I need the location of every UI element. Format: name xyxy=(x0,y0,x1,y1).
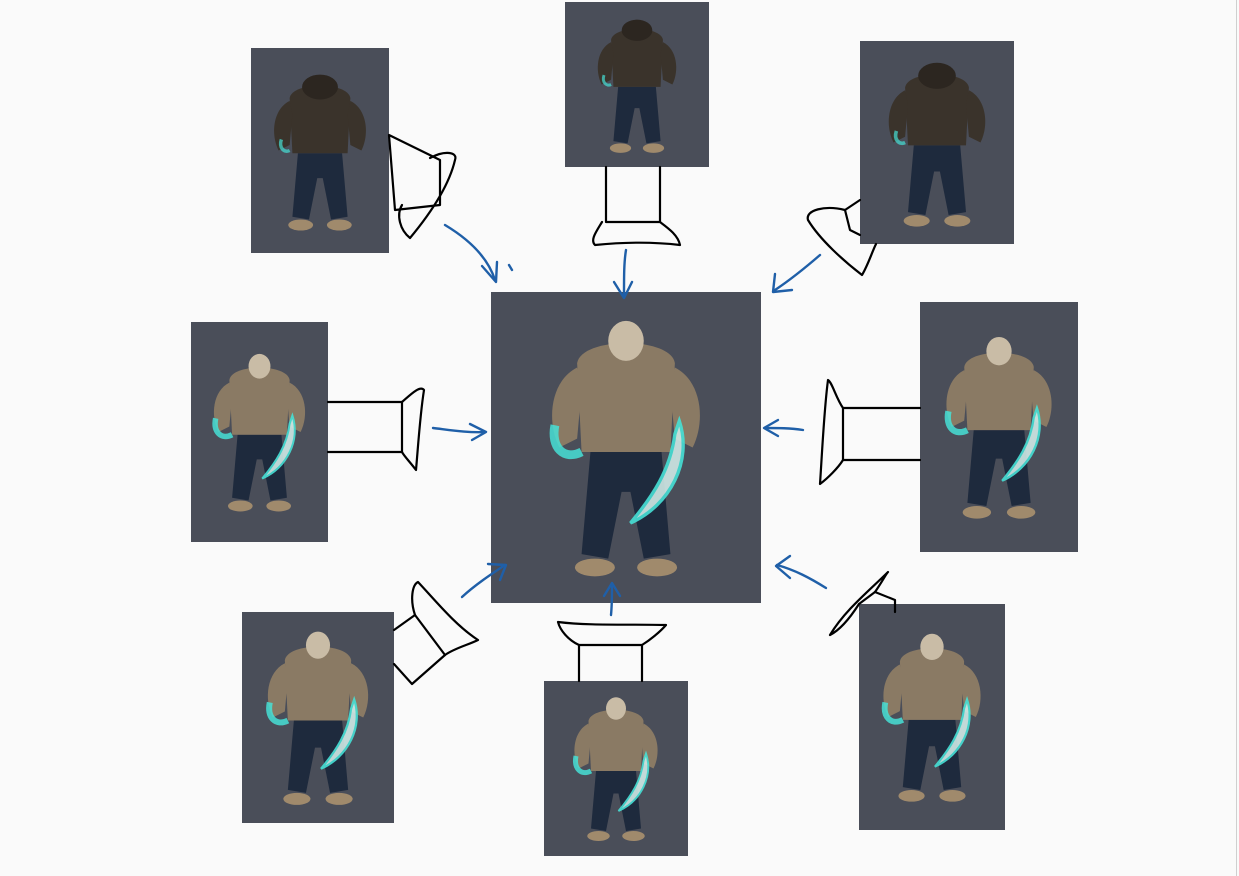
view-panel-right xyxy=(920,302,1078,552)
view-panel-front-left xyxy=(242,612,394,823)
character-figure xyxy=(881,633,981,802)
camera-back-right xyxy=(843,198,862,237)
camera-front xyxy=(577,643,644,683)
arrow-right xyxy=(763,426,805,432)
character-figure xyxy=(944,336,1052,519)
view-panel-front xyxy=(544,681,688,856)
camera-right xyxy=(841,406,922,462)
arrow-left xyxy=(431,426,487,434)
camera-right-lens xyxy=(818,378,845,486)
character-figure xyxy=(549,320,700,577)
character-figure xyxy=(212,353,306,512)
character-figure xyxy=(573,697,658,841)
camera-front-left-lens xyxy=(411,580,480,657)
camera-front-left xyxy=(392,613,447,686)
camera-left-lens xyxy=(400,387,426,472)
view-panel-front-right xyxy=(859,604,1005,830)
arrow-back xyxy=(622,248,628,297)
camera-back xyxy=(604,165,662,224)
camera-left xyxy=(326,400,404,454)
character-figure xyxy=(597,19,677,153)
arrow-back-right xyxy=(773,253,822,292)
view-panel-center-front xyxy=(491,292,761,603)
camera-front-lens xyxy=(556,620,668,647)
character-figure xyxy=(274,74,366,231)
stray-mark xyxy=(507,263,514,272)
character-figure xyxy=(888,62,986,227)
view-panel-left xyxy=(191,322,328,542)
view-panel-back xyxy=(565,2,709,167)
camera-back-left-lens xyxy=(398,151,457,240)
camera-back-lens xyxy=(592,220,682,247)
view-panel-back-left xyxy=(251,48,389,253)
arrow-front-right xyxy=(775,563,828,590)
camera-back-left xyxy=(387,133,442,212)
view-panel-back-right xyxy=(860,41,1014,244)
canvas-edge xyxy=(1236,0,1237,876)
character-figure xyxy=(266,631,369,805)
arrow-back-left xyxy=(443,223,497,282)
